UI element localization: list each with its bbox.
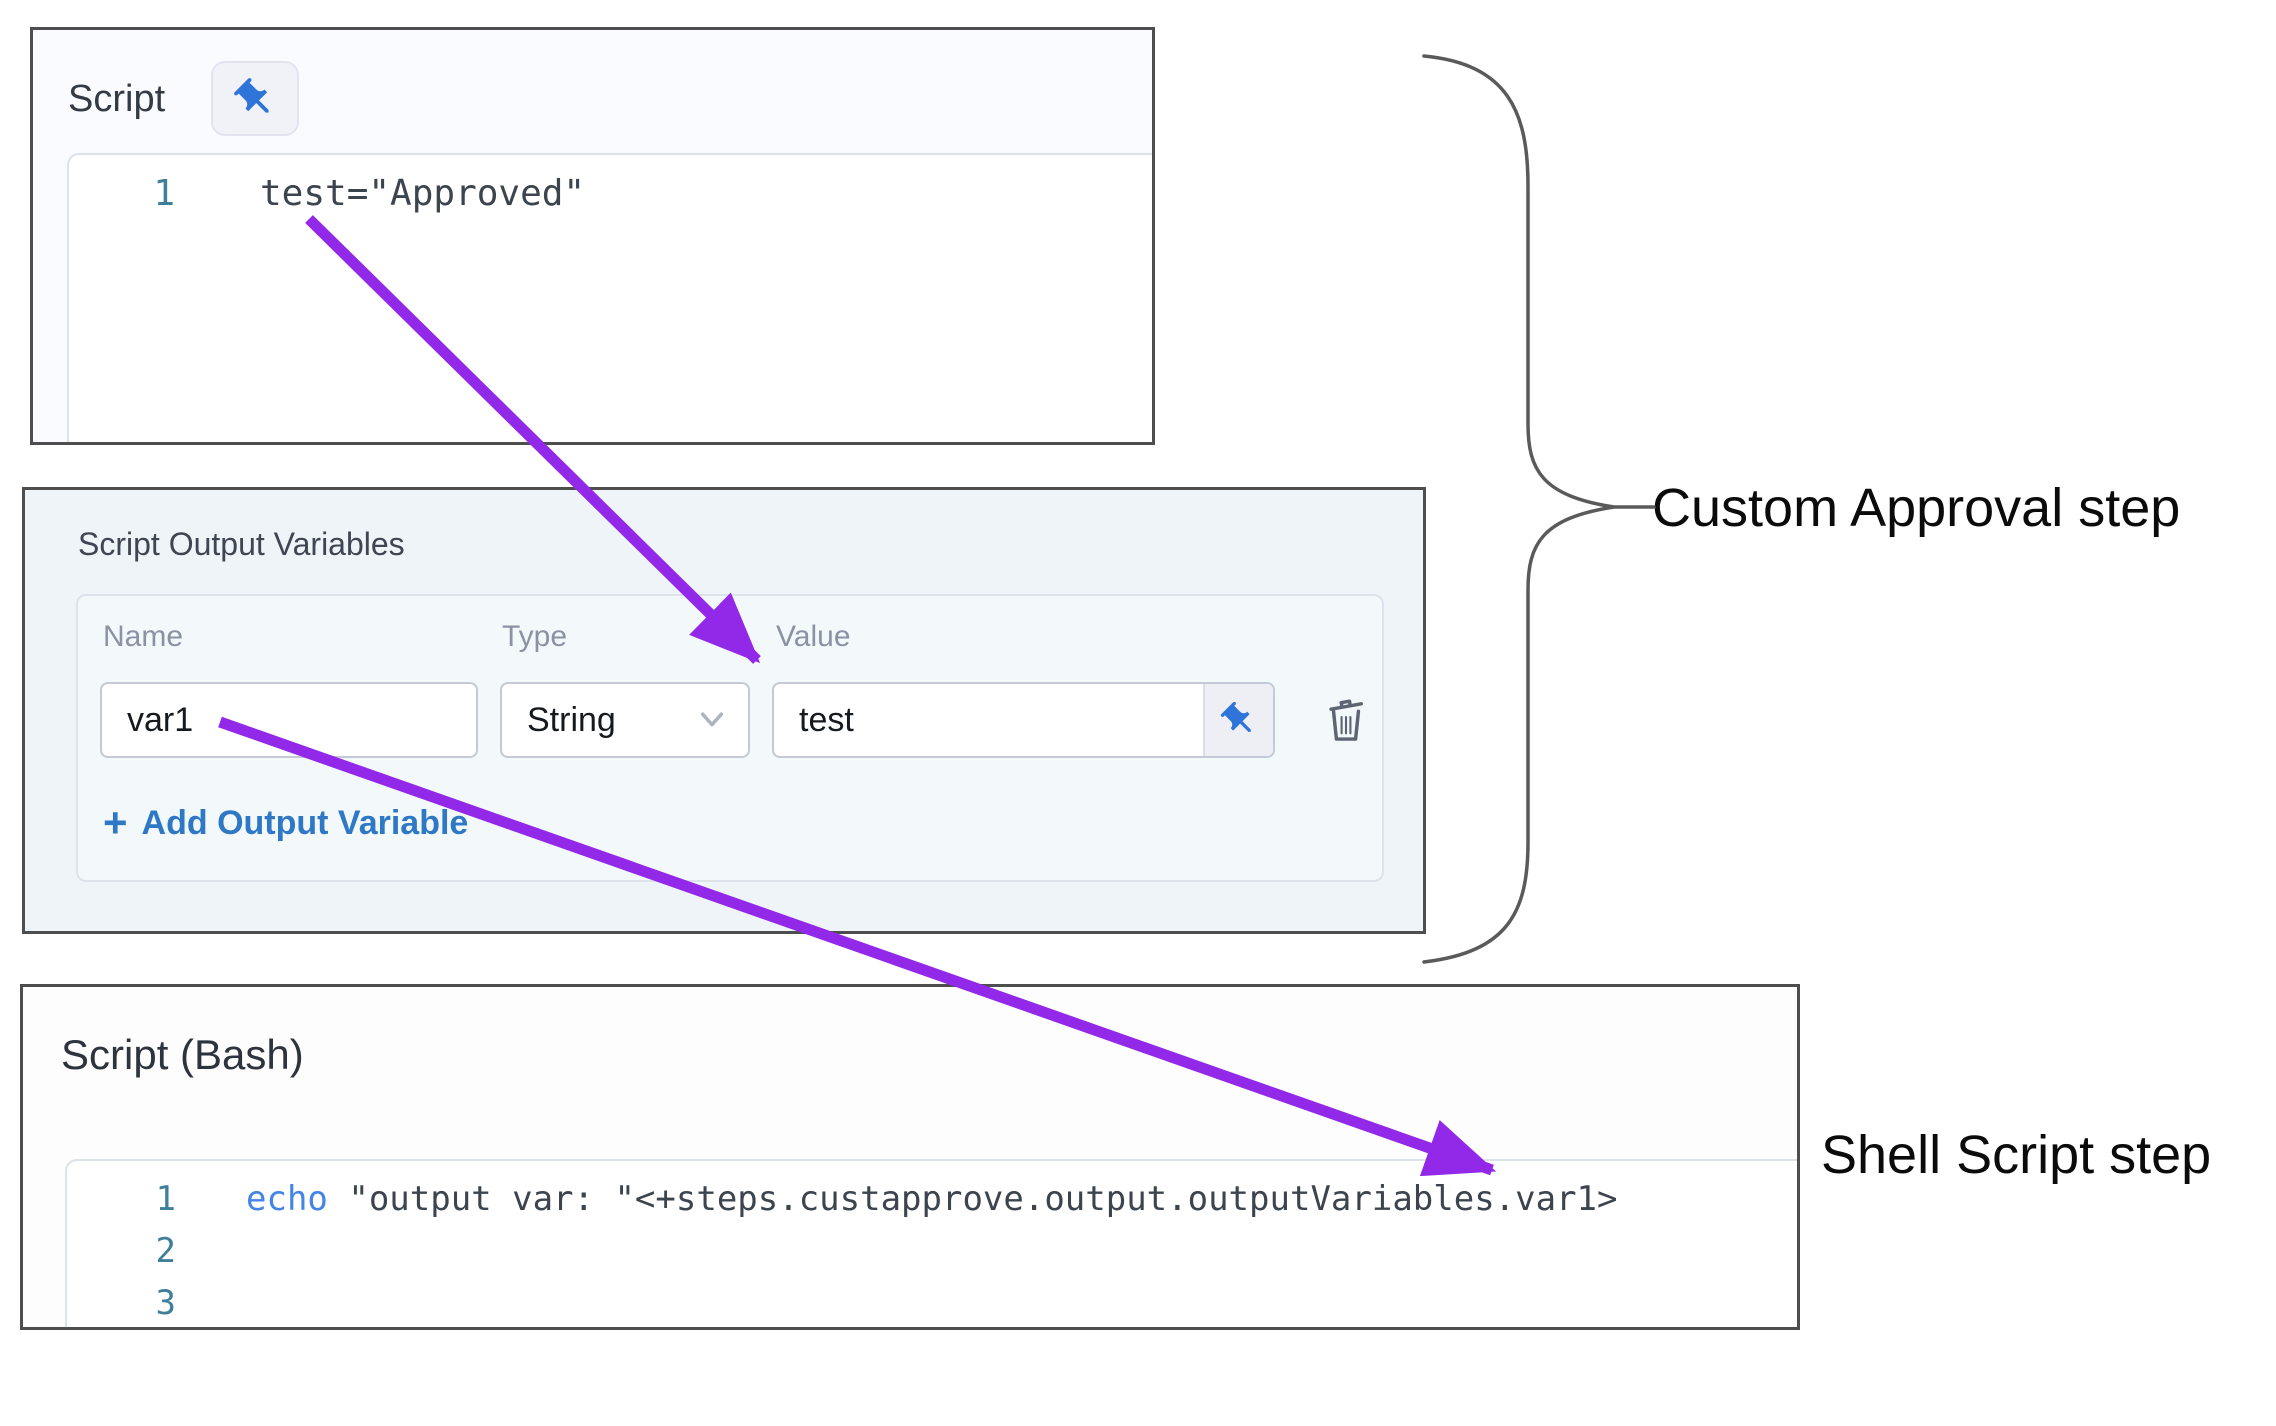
code-line: 3 (67, 1277, 1797, 1329)
variable-type-select[interactable]: String (500, 682, 750, 758)
trash-icon (1323, 693, 1369, 743)
output-variable-row-card: Name Type Value String (76, 594, 1384, 882)
line-number: 3 (155, 1283, 176, 1323)
chevron-down-icon (698, 710, 726, 730)
variable-name-input[interactable] (102, 684, 476, 756)
code-text: test="Approved" (260, 173, 586, 214)
script-panel: Script 1 test="Approved" (30, 27, 1155, 445)
variable-name-field (100, 682, 478, 758)
line-number: 1 (153, 173, 175, 214)
type-column-label: Type (502, 620, 568, 653)
pushpin-icon (232, 76, 278, 122)
code-text: echo "output var: "<+steps.custapprove.o… (176, 1173, 1617, 1225)
code-line: 1 echo "output var: "<+steps.custapprove… (67, 1161, 1797, 1225)
value-pin-button[interactable] (1203, 684, 1273, 756)
custom-approval-step-label: Custom Approval step (1652, 478, 2181, 538)
pushpin-icon (1219, 700, 1259, 740)
type-select-value: String (527, 700, 616, 739)
output-variables-title: Script Output Variables (78, 526, 405, 562)
script-panel-title: Script (68, 78, 166, 120)
plus-icon: + (103, 799, 128, 846)
shell-script-panel: Script (Bash) 1 echo "output var: "<+ste… (20, 984, 1800, 1330)
code-line: 2 (67, 1225, 1797, 1277)
code-line: 1 test="Approved" (69, 155, 1152, 217)
script-code-editor[interactable]: 1 test="Approved" (67, 153, 1152, 442)
bash-panel-title: Script (Bash) (61, 1031, 304, 1078)
bash-code-editor[interactable]: 1 echo "output var: "<+steps.custapprove… (65, 1159, 1797, 1327)
value-column-label: Value (776, 620, 851, 653)
add-output-variable-button[interactable]: + Add Output Variable (103, 802, 468, 844)
curly-brace (1422, 54, 1656, 964)
shell-script-step-label: Shell Script step (1821, 1125, 2212, 1185)
line-number: 2 (155, 1231, 176, 1271)
delete-variable-button[interactable] (1322, 692, 1370, 744)
add-output-variable-label: Add Output Variable (141, 803, 469, 842)
variable-value-field (772, 682, 1275, 758)
script-pin-button[interactable] (211, 61, 299, 136)
code-rest: "output var: "<+steps.custapprove.output… (327, 1179, 1618, 1219)
variable-value-input[interactable] (774, 684, 1203, 756)
keyword-echo: echo (246, 1179, 328, 1219)
line-number: 1 (155, 1179, 176, 1219)
script-output-variables-panel: Script Output Variables Name Type Value … (22, 487, 1426, 934)
name-column-label: Name (103, 620, 184, 653)
